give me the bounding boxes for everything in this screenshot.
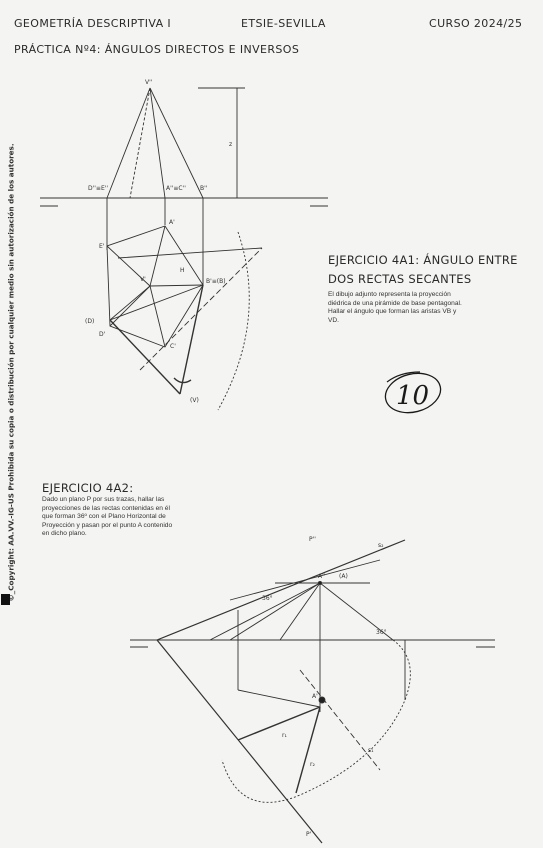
label-d1: D' [99,331,106,338]
label-s2: s₂ [378,542,384,549]
exercise2-statement-line: Dado un plano P por sus trazas, hallar l… [42,496,165,503]
label-h: H [180,267,185,274]
label-d0: (D) [85,318,94,325]
label-a1: A' [312,693,318,700]
label-p2: P'' [309,536,316,543]
label-r2: r₂ [310,761,315,768]
exercise1-title-line2: DOS RECTAS SECANTES [328,272,472,286]
label-b1: B'≡(B) [206,278,226,285]
label-d2e2: D''≡E'' [88,185,108,192]
label-s1: s₁ [368,747,374,754]
exercise1-statement-line: diédrica de una pirámide de base pentago… [328,299,462,307]
exercise1-statement-line: VD. [328,316,339,324]
course-title: GEOMETRÍA DESCRIPTIVA I [14,17,172,30]
label-v2: V'' [145,79,153,86]
exercise2-statement-line: que forman 36º con el Plano Horizontal d… [42,513,166,521]
exercise2-statement-line: Proyección y pasan por el punto A conten… [42,521,173,529]
grade-value: 10 [396,381,429,411]
label-a2: A'' [318,573,326,580]
label-angle2: 36° [376,629,387,636]
label-p1: P' [306,831,312,838]
label-angle1: 36° [262,595,273,602]
school-name: ETSIE-SEVILLA [241,17,326,30]
grade-circle: 10 [384,371,442,414]
label-a1: A' [169,219,175,226]
label-b2: B'' [200,185,208,192]
exercise2-title: EJERCICIO 4A2: [42,481,134,495]
exercise2-statement-line: en dicho plano. [42,530,87,538]
label-a0: (A) [339,573,348,580]
exercise2-statement-line: proyecciones de las rectas contenidas en… [42,504,170,512]
label-e1: E' [99,243,105,250]
exercise1-title-line1: EJERCICIO 4A1: ÁNGULO ENTRE [328,253,518,267]
exercise1-statement-line: Hallar el ángulo que forman las aristas … [328,308,457,316]
label-c1: C' [170,343,176,350]
label-a2c2: A''≡C'' [166,185,186,192]
copyright-notice: ©_Copyright: AA.VV.-IG-US Prohibida su c… [6,143,16,602]
black-marker [1,594,10,605]
label-v0: (V) [190,397,199,404]
exercise1-statement: El dibujo adjunto representa la proyecci… [328,291,462,325]
label-r1: r₁ [282,732,287,739]
practice-title: PRÁCTICA Nº4: ÁNGULOS DIRECTOS E INVERSO… [14,43,300,56]
grade-mark: 10 [380,368,446,416]
label-v1: V' [140,276,146,283]
exercise1-statement-line: El dibujo adjunto representa la proyecci… [328,291,451,298]
label-z: z [229,141,232,148]
course-year: CURSO 2024/25 [429,17,523,30]
exercise2-statement: Dado un plano P por sus trazas, hallar l… [42,496,172,539]
